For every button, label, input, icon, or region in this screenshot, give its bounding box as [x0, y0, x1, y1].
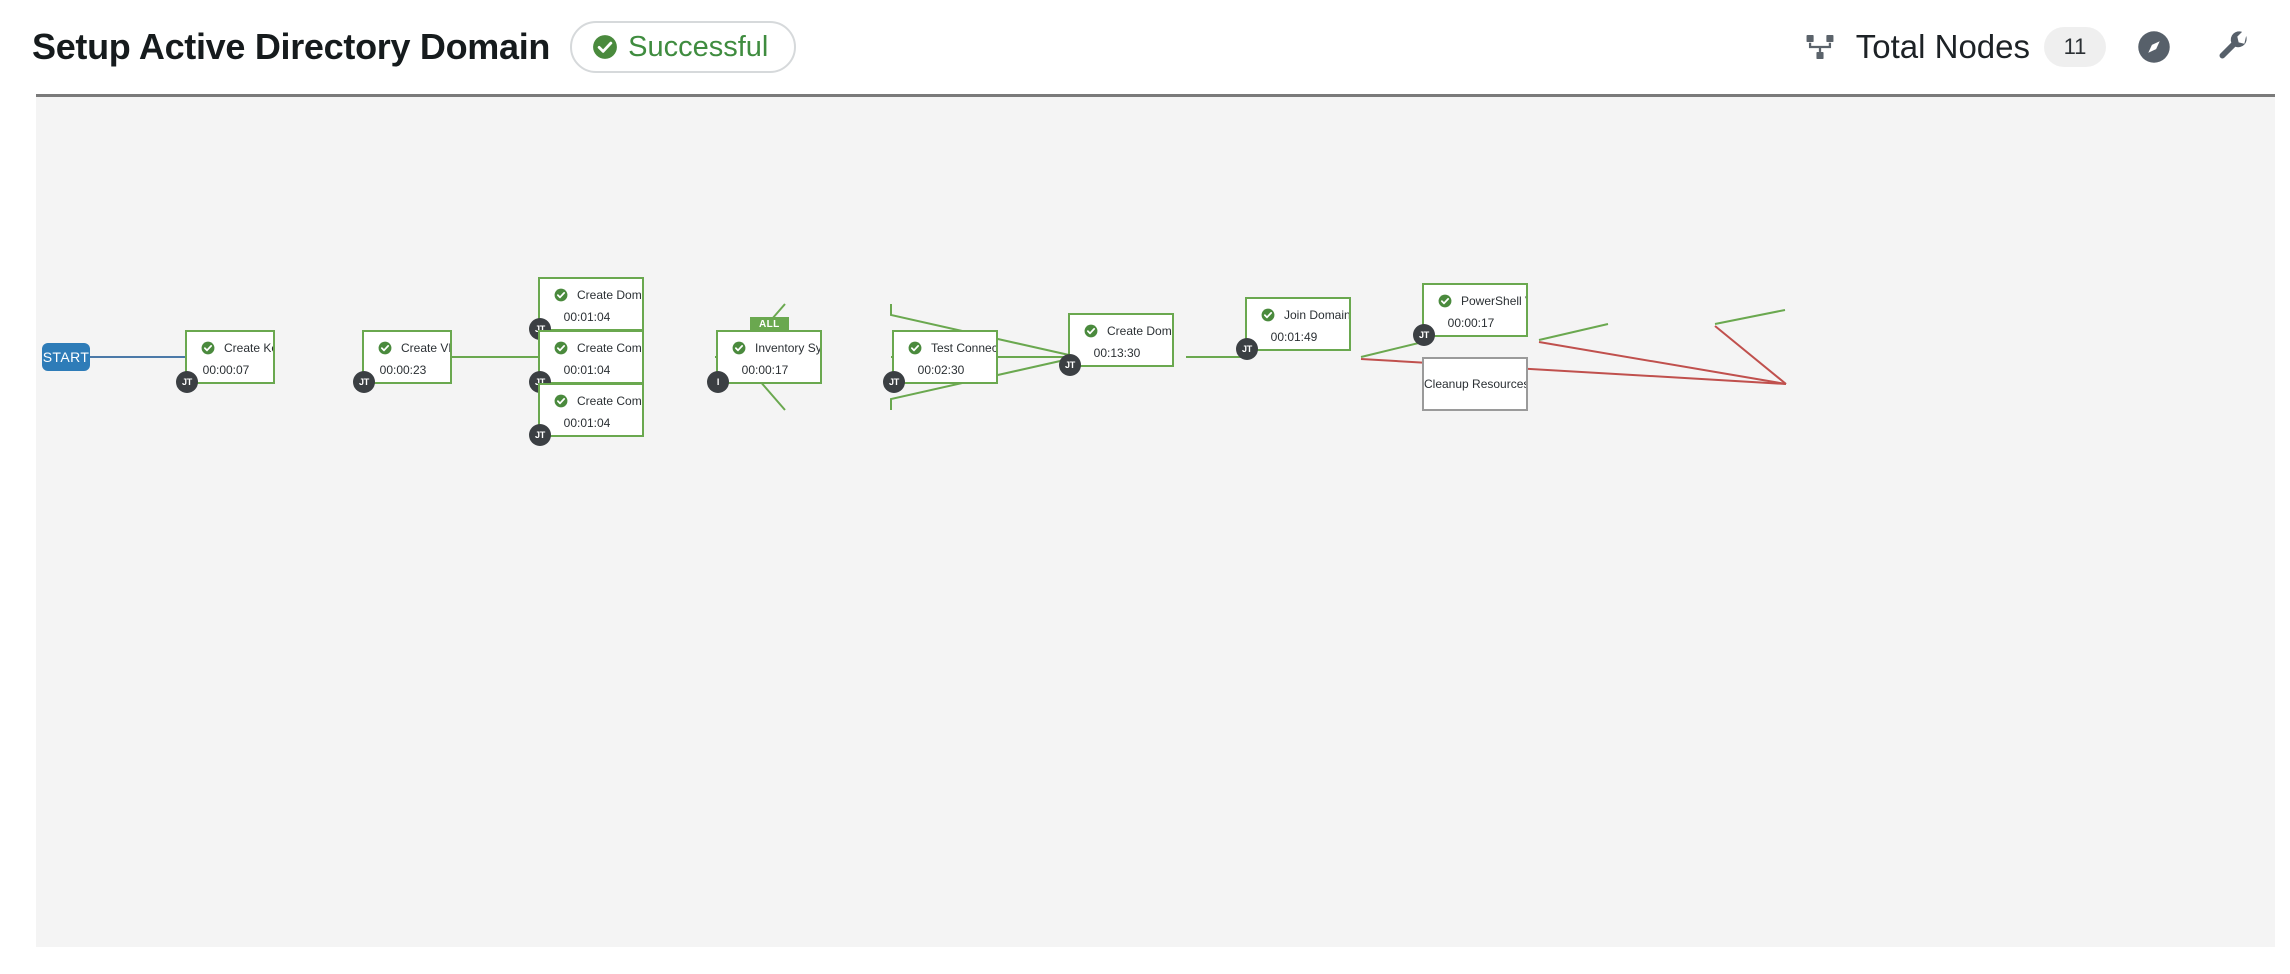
- node-title: Cleanup Resources: [1424, 377, 1526, 391]
- node-title: Inventory Sync: [755, 340, 820, 355]
- node-elapsed: 00:00:17: [1447, 315, 1495, 330]
- node-title: PowerShell Validation: [1461, 293, 1526, 308]
- check-circle-icon: [1438, 294, 1452, 308]
- node-badge-job-template[interactable]: JT: [1236, 338, 1258, 360]
- check-circle-icon: [1084, 324, 1098, 338]
- edge-create-domain-cleanup-resources: [1538, 341, 1787, 385]
- node-title: Create Computer (1): [577, 340, 642, 355]
- node-create-domain-controller[interactable]: Create Domain Contr... 00:01:04 JT: [529, 277, 644, 340]
- node-cleanup-resources[interactable]: Cleanup Resources: [1422, 357, 1528, 411]
- header-right-group: Total Nodes 11: [1792, 0, 2262, 94]
- node-header: Cleanup Resources: [1424, 374, 1526, 394]
- start-node[interactable]: START: [42, 343, 90, 371]
- check-circle-icon: [554, 341, 568, 355]
- check-circle-icon: [201, 341, 215, 355]
- node-header: Create Domain Contr...: [540, 285, 642, 305]
- node-title: Create VPC: [401, 340, 450, 355]
- node-elapsed: 00:00:07: [202, 362, 250, 377]
- workflow-canvas[interactable]: START Create Keypair 00:00:07 JT Crea: [36, 94, 2275, 947]
- wrench-icon[interactable]: [2206, 19, 2262, 75]
- node-tag-all: ALL: [750, 317, 789, 332]
- check-circle-icon: [378, 341, 392, 355]
- node-title: Test Connectivity: [931, 340, 996, 355]
- node-title: Create Domain: [1107, 323, 1172, 338]
- node-badge-job-template[interactable]: JT: [1059, 354, 1081, 376]
- node-create-vpc[interactable]: Create VPC 00:00:23 JT: [353, 330, 452, 393]
- header-left-group: Setup Active Directory Domain Successful: [32, 0, 797, 94]
- node-create-computer-1[interactable]: Create Computer (1) 00:01:04 JT: [529, 330, 644, 393]
- check-circle-icon: [592, 34, 618, 60]
- app-header: Setup Active Directory Domain Successful…: [0, 0, 2290, 94]
- check-circle-icon: [908, 341, 922, 355]
- node-header: Create Computer (2): [540, 391, 642, 411]
- node-title: Create Keypair: [224, 340, 273, 355]
- check-circle-icon: [1261, 308, 1275, 322]
- node-elapsed: 00:01:49: [1270, 329, 1318, 344]
- node-badge-job-template[interactable]: JT: [529, 424, 551, 446]
- node-create-keypair[interactable]: Create Keypair 00:00:07 JT: [176, 330, 275, 393]
- node-badge-job-template[interactable]: JT: [883, 371, 905, 393]
- node-header: PowerShell Validation: [1424, 291, 1526, 311]
- compass-icon[interactable]: [2126, 19, 2182, 75]
- page-footer-space: [0, 947, 2290, 974]
- node-elapsed: 00:01:04: [563, 362, 611, 377]
- status-badge: Successful: [570, 21, 797, 73]
- node-title: Join Domain: [1284, 307, 1349, 322]
- edge-create-computer-2-inventory-sync: [890, 356, 1079, 410]
- node-header: Create Computer (1): [540, 338, 642, 358]
- check-circle-icon: [554, 394, 568, 408]
- node-elapsed: 00:13:30: [1093, 345, 1141, 360]
- workflow-edges: [90, 303, 1787, 411]
- node-header: Create VPC: [364, 338, 450, 358]
- node-badge-job-template[interactable]: JT: [353, 371, 375, 393]
- edge-join-domain-cleanup-resources: [1714, 325, 1787, 385]
- node-elapsed: 00:01:04: [563, 309, 611, 324]
- node-join-domain[interactable]: Join Domain 00:01:49 JT: [1236, 297, 1351, 360]
- page-title: Setup Active Directory Domain: [32, 26, 551, 67]
- node-badge-job-template[interactable]: JT: [1413, 324, 1435, 346]
- node-create-computer-2[interactable]: Create Computer (2) 00:01:04 JT: [529, 383, 644, 446]
- node-header: Inventory Sync: [718, 338, 820, 358]
- edge-create-domain-controller-inventory-sync: [890, 304, 1079, 358]
- node-title: Create Domain Contr...: [577, 287, 642, 302]
- node-elapsed: 00:01:04: [563, 415, 611, 430]
- edge-join-domain-powershell-validation: [1714, 309, 1786, 325]
- node-badge-inventory[interactable]: I: [707, 371, 729, 393]
- total-nodes-label: Total Nodes: [1855, 28, 2030, 65]
- edge-create-domain-join-domain: [1538, 323, 1609, 341]
- node-header: Join Domain: [1247, 305, 1349, 325]
- sitemap-icon: [1792, 19, 1848, 75]
- total-nodes-count-badge: 11: [2044, 27, 2106, 67]
- check-circle-icon: [554, 288, 568, 302]
- node-title: Create Computer (2): [577, 393, 642, 408]
- node-test-connectivity[interactable]: Test Connectivity 00:02:30 JT: [883, 330, 998, 393]
- status-label: Successful: [628, 30, 769, 63]
- node-badge-job-template[interactable]: JT: [176, 371, 198, 393]
- node-header: Test Connectivity: [894, 338, 996, 358]
- node-powershell-validation[interactable]: PowerShell Validation 00:00:17 JT: [1413, 283, 1528, 346]
- start-node-label: START: [42, 349, 90, 365]
- node-elapsed: 00:00:23: [379, 362, 427, 377]
- node-header: Create Domain: [1070, 321, 1172, 341]
- node-elapsed: 00:00:17: [741, 362, 789, 377]
- node-elapsed: 00:02:30: [917, 362, 965, 377]
- node-create-domain[interactable]: Create Domain 00:13:30 JT: [1059, 313, 1174, 376]
- check-circle-icon: [732, 341, 746, 355]
- node-inventory-sync[interactable]: ALL Inventory Sync 00:00:17 I: [707, 317, 822, 393]
- node-header: Create Keypair: [187, 338, 273, 358]
